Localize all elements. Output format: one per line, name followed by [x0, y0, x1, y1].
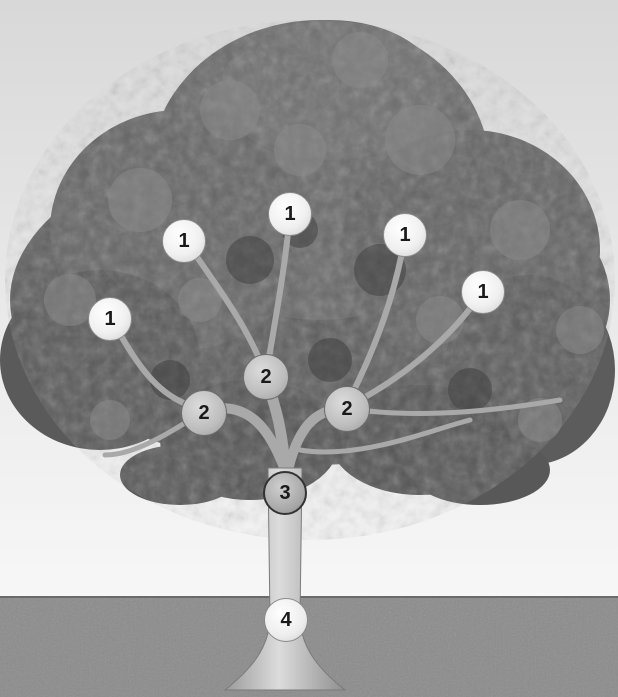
marker-crown-top: 1: [268, 192, 312, 236]
marker-crown-left: 1: [88, 297, 132, 341]
marker-root-base: 4: [264, 598, 308, 642]
tree-canopy: [0, 20, 615, 540]
marker-branch-right: 2: [324, 386, 370, 432]
marker-crown-right: 1: [461, 270, 505, 314]
marker-crown-upper-right: 1: [383, 213, 427, 257]
marker-crown-upper-left: 1: [162, 219, 206, 263]
marker-branch-center: 2: [243, 354, 289, 400]
marker-branch-left: 2: [181, 390, 227, 436]
marker-trunk-fork: 3: [263, 471, 307, 515]
